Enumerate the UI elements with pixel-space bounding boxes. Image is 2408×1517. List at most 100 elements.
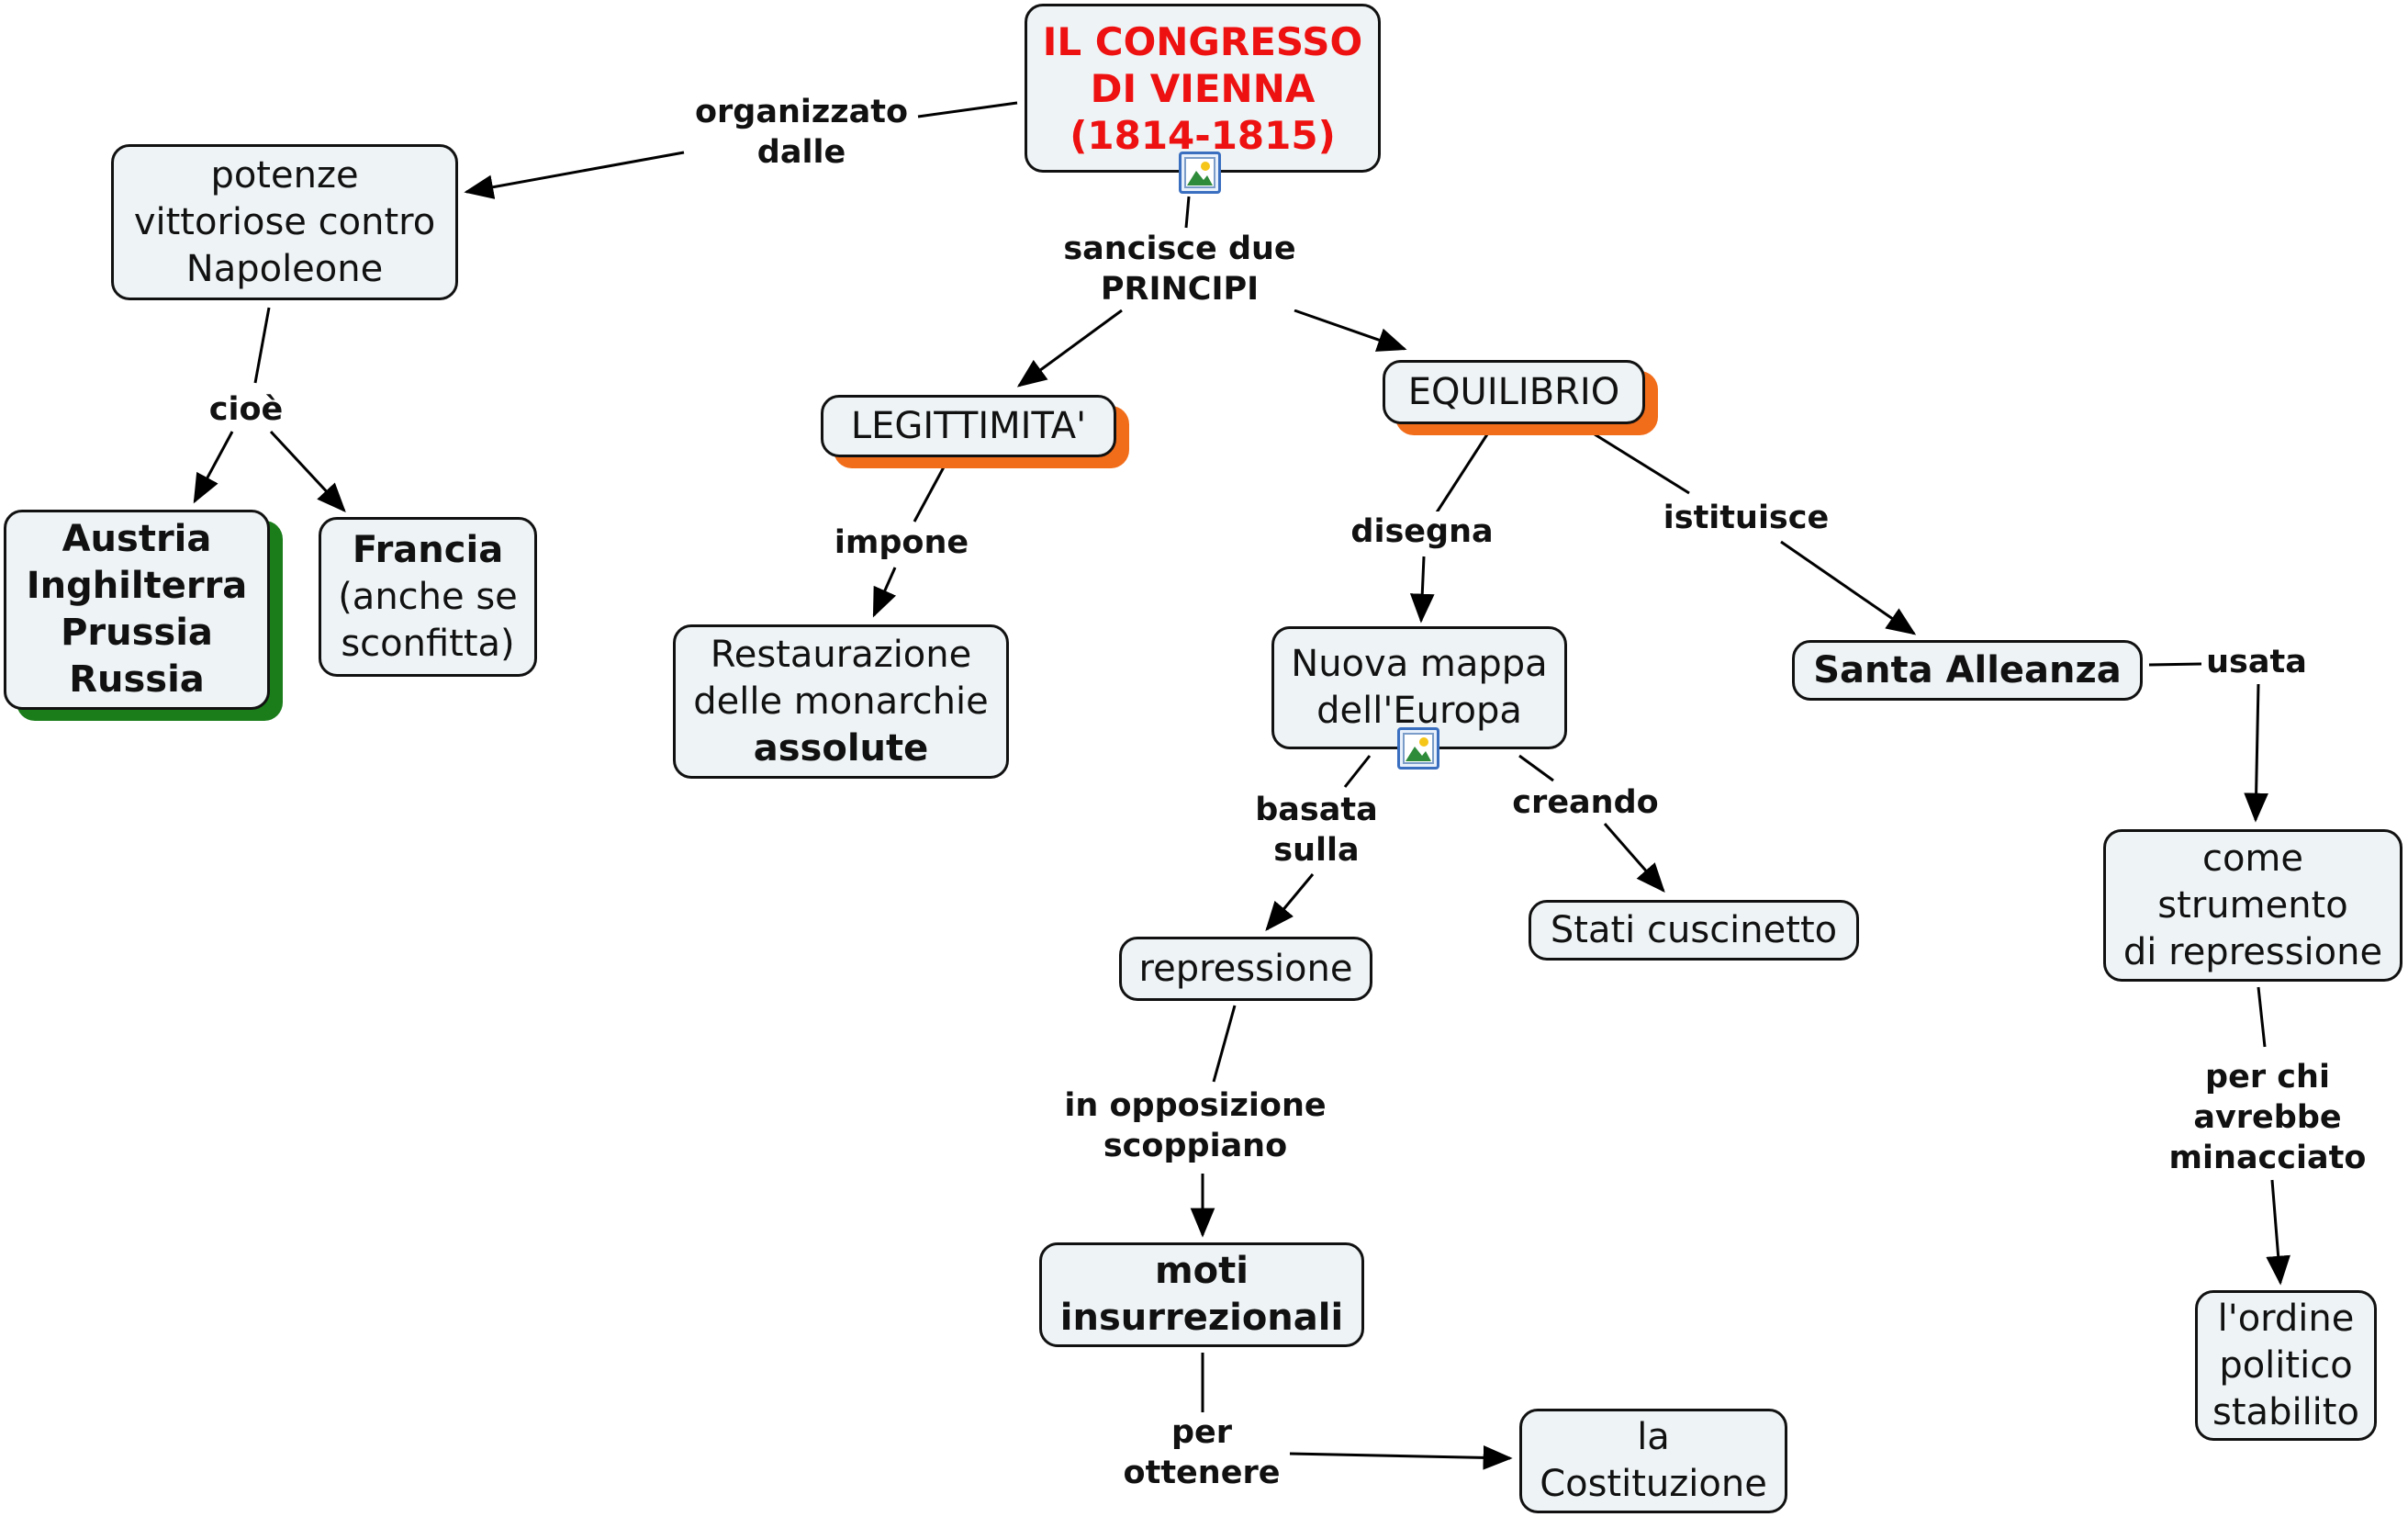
node-moti[interactable]: moti insurrezionali bbox=[1039, 1242, 1364, 1347]
node-costituzione[interactable]: la Costituzione bbox=[1519, 1409, 1787, 1513]
node-text: Francia bbox=[352, 528, 504, 571]
node-stati-cuscinetto[interactable]: Stati cuscinetto bbox=[1529, 900, 1859, 961]
node-text: Napoleone bbox=[185, 247, 384, 290]
edge-line bbox=[917, 101, 1018, 118]
edge-line bbox=[1518, 754, 1554, 782]
link-text: sancisce due bbox=[1063, 230, 1296, 267]
edge-line bbox=[1594, 433, 1690, 495]
congress-title-node[interactable]: IL CONGRESSO DI VIENNA (1814-1815) bbox=[1025, 4, 1381, 173]
edge-arrow bbox=[1294, 309, 1407, 352]
link-text: cioè bbox=[208, 391, 284, 428]
node-text: Costituzione bbox=[1540, 1463, 1767, 1505]
edge-arrow bbox=[193, 431, 234, 504]
node-santa-alleanza[interactable]: Santa Alleanza bbox=[1792, 640, 2143, 701]
link-text: disegna bbox=[1350, 513, 1494, 550]
image-icon[interactable] bbox=[1397, 727, 1439, 770]
node-text: EQUILIBRIO bbox=[1407, 370, 1620, 413]
link-text: impone bbox=[834, 524, 969, 561]
link-text: dalle bbox=[756, 134, 846, 171]
link-text: usata bbox=[2206, 644, 2307, 680]
edge-arrow bbox=[464, 151, 685, 199]
edge-arrow bbox=[2266, 1179, 2290, 1286]
title-line: (1814-1815) bbox=[1070, 112, 1336, 158]
link-label-opposizione: in opposizione scoppiano bbox=[1064, 1085, 1327, 1166]
node-text: Santa Alleanza bbox=[1813, 648, 2122, 691]
edge-line bbox=[913, 463, 947, 523]
link-label-sancisce: sancisce due PRINCIPI bbox=[1063, 229, 1296, 309]
edge-arrow bbox=[872, 567, 897, 618]
node-text: come bbox=[2201, 837, 2304, 880]
node-text: assolute bbox=[753, 726, 929, 770]
image-icon[interactable] bbox=[1179, 152, 1221, 194]
link-label-usata: usata bbox=[2206, 642, 2307, 682]
edge-arrow bbox=[1016, 309, 1123, 388]
edge-line bbox=[1435, 433, 1489, 513]
node-text: di repressione bbox=[2122, 930, 2383, 973]
link-label-basata: basata sulla bbox=[1255, 790, 1378, 871]
node-legittimita[interactable]: LEGITTIMITA' bbox=[821, 395, 1116, 457]
link-text: per chi bbox=[2205, 1059, 2330, 1096]
node-nuova-mappa[interactable]: Nuova mappa dell'Europa bbox=[1271, 626, 1567, 749]
node-come-strumento[interactable]: come strumento di repressione bbox=[2103, 829, 2402, 982]
link-text: PRINCIPI bbox=[1100, 271, 1260, 308]
link-text: scoppiano bbox=[1103, 1128, 1288, 1164]
edge-line bbox=[2257, 986, 2267, 1048]
node-text: politico bbox=[2219, 1343, 2353, 1387]
link-label-per-chi: per chi avrebbe minacciato bbox=[2168, 1057, 2367, 1178]
link-text: istituisce bbox=[1663, 500, 1830, 536]
node-text: strumento bbox=[2157, 883, 2348, 927]
node-potenze[interactable]: potenze vittoriose contro Napoleone bbox=[111, 144, 458, 300]
node-text: Stati cuscinetto bbox=[1550, 908, 1838, 951]
link-text: per bbox=[1170, 1414, 1233, 1451]
link-label-organizzato: organizzato dalle bbox=[694, 92, 909, 173]
link-text: ottenere bbox=[1123, 1455, 1281, 1491]
edge-line bbox=[1343, 755, 1372, 788]
node-text: vittoriose contro bbox=[133, 200, 436, 243]
node-text: (anche se bbox=[338, 575, 518, 618]
edge-line bbox=[1212, 1005, 1237, 1083]
link-label-impone: impone bbox=[834, 523, 969, 563]
link-text: sulla bbox=[1273, 832, 1360, 869]
node-text: Nuova mappa bbox=[1291, 643, 1548, 685]
link-label-per-ottenere: per ottenere bbox=[1123, 1412, 1281, 1493]
link-label-creando: creando bbox=[1512, 782, 1659, 823]
edge-line bbox=[1184, 196, 1191, 229]
node-text: dell'Europa bbox=[1316, 690, 1522, 732]
node-text: Prussia bbox=[61, 612, 213, 654]
node-text: Restaurazione bbox=[710, 633, 972, 676]
edge-arrow bbox=[2244, 683, 2268, 823]
node-text: LEGITTIMITA' bbox=[850, 404, 1087, 447]
edge-arrow bbox=[1289, 1445, 1513, 1470]
node-text: Inghilterra bbox=[26, 565, 248, 607]
edge-line bbox=[2148, 662, 2202, 667]
node-repressione[interactable]: repressione bbox=[1119, 937, 1372, 1001]
node-text: repressione bbox=[1138, 947, 1353, 990]
node-equilibrio[interactable]: EQUILIBRIO bbox=[1383, 360, 1645, 424]
node-text: Russia bbox=[69, 658, 205, 701]
link-text: in opposizione bbox=[1064, 1087, 1327, 1124]
node-restaurazione[interactable]: Restaurazione delle monarchie assolute bbox=[673, 624, 1009, 779]
node-text: Austria bbox=[62, 518, 212, 560]
node-text: stabilito bbox=[2212, 1390, 2359, 1433]
link-label-disegna: disegna bbox=[1350, 511, 1494, 552]
node-text: insurrezionali bbox=[1059, 1297, 1344, 1339]
node-text: delle monarchie bbox=[693, 680, 989, 723]
node-text: potenze bbox=[210, 153, 359, 197]
node-ordine[interactable]: l'ordine politico stabilito bbox=[2195, 1290, 2377, 1441]
node-text: la bbox=[1637, 1416, 1670, 1458]
link-text: creando bbox=[1512, 784, 1659, 821]
node-austria[interactable]: Austria Inghilterra Prussia Russia bbox=[4, 510, 270, 710]
link-label-istituisce: istituisce bbox=[1663, 498, 1830, 538]
node-francia[interactable]: Francia (anche se sconfitta) bbox=[319, 517, 537, 677]
edge-arrow bbox=[1603, 823, 1665, 893]
link-text: basata bbox=[1255, 792, 1378, 828]
edge-arrow bbox=[1265, 873, 1315, 932]
title-line: IL CONGRESSO bbox=[1042, 18, 1363, 64]
edge-arrow bbox=[1409, 556, 1435, 624]
edge-line bbox=[253, 307, 271, 384]
link-text: organizzato bbox=[694, 94, 909, 130]
link-label-cioe: cioè bbox=[208, 389, 284, 430]
link-text: minacciato bbox=[2168, 1140, 2367, 1176]
